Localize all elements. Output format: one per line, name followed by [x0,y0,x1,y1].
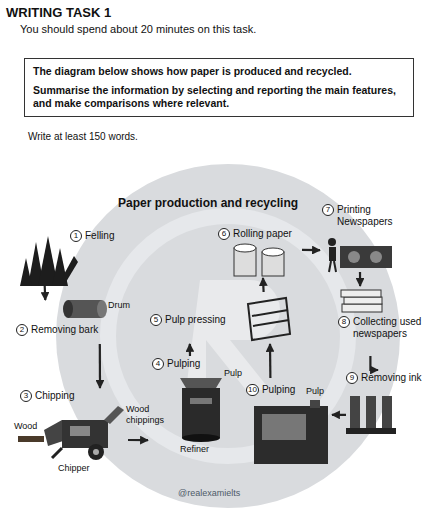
paper-rolls [234,244,284,276]
part-label: Pulp [306,386,324,397]
step-name: Rolling paper [233,228,292,240]
callout-number: 1 [70,230,82,242]
step-label: 10Pulping [246,384,308,396]
step-name: Pulp pressing [165,314,226,326]
part-label: Chipper [58,463,90,474]
refiner [180,378,222,442]
flow-arrow [359,272,361,286]
step-name: Printing Newspapers [337,204,398,228]
process-step: 9Removing ink [346,370,426,436]
watermark-text: @realexamielts [178,488,240,499]
task-instruction: Summarise the information by selecting a… [33,84,405,110]
flow-arrow [99,344,101,388]
printing-press [328,238,392,272]
task-box: The diagram below shows how paper is pro… [24,58,414,117]
press-frame [248,298,290,340]
process-step: 5Pulp pressing [150,292,292,344]
flow-arrow [189,344,191,356]
flow-arrow [269,344,272,378]
callout-number: 9 [346,372,358,384]
step-name: Collecting used newspapers [353,316,422,340]
step-label: 8Collecting used newspapers [338,316,422,340]
ink-tanks [346,396,396,434]
process-step: 3Chipping [16,388,128,480]
task-text: Write at least 150 words. [28,131,138,143]
step-name: Pulping [167,358,200,370]
flow-arrow [370,356,378,370]
callout-number: 8 [338,316,350,328]
step-name: Removing bark [31,324,98,336]
diagram-title: Paper production and recycling [118,196,298,210]
task-text: You should spend about 20 minutes on thi… [20,23,256,36]
process-step: 1Felling [18,228,110,286]
process-step: 10Pulping [244,378,332,470]
flow-arrow [44,286,47,300]
process-step: 6Rolling paper [218,226,302,278]
step-name: Pulping [262,384,295,396]
flow-arrow [262,278,265,292]
flow-arrow [128,439,148,441]
step-label: 7Printing Newspapers [322,204,398,228]
step-label: 9Removing ink [346,372,426,384]
step-name: Chipping [35,390,74,402]
flow-arrow [332,414,346,416]
callout-number: 2 [16,324,28,336]
callout-number: 5 [150,314,162,326]
step-label: 3Chipping [20,390,100,402]
watermark-logo [186,280,280,390]
drum [63,300,107,318]
part-label: Pulp [224,368,242,379]
part-label: Wood [14,421,37,432]
step-label: 4Pulping [152,358,228,370]
newspaper-stack [341,290,382,312]
process-step: 8Collecting used newspapers [336,286,422,356]
step-name: Felling [85,230,114,242]
step-label: 2Removing bark [16,324,128,336]
trees [20,236,78,286]
part-label: Refiner [180,444,209,455]
callout-number: 10 [246,384,259,396]
callout-number: 4 [152,358,164,370]
part-label: Wood chippings [126,404,170,426]
callout-number: 6 [218,228,230,240]
pulping-machine [254,400,328,464]
task-instruction: The diagram below shows how paper is pro… [33,65,405,78]
watermark-circle [56,164,400,508]
process-step: 2Removing bark [14,300,130,344]
callout-number: 3 [20,390,32,402]
step-name: Removing ink [361,372,422,384]
step-label: 5Pulp pressing [150,314,244,326]
step-label: 6Rolling paper [218,228,302,240]
callout-number: 7 [322,204,334,216]
task-text: WRITING TASK 1 [6,5,111,21]
part-label: Drum [108,300,130,311]
step-label: 1Felling [70,230,110,242]
chipper [18,406,124,460]
process-step: 7Printing Newspapers [320,204,400,272]
flow-arrow [302,249,320,252]
process-step: 4Pulping [148,356,232,460]
